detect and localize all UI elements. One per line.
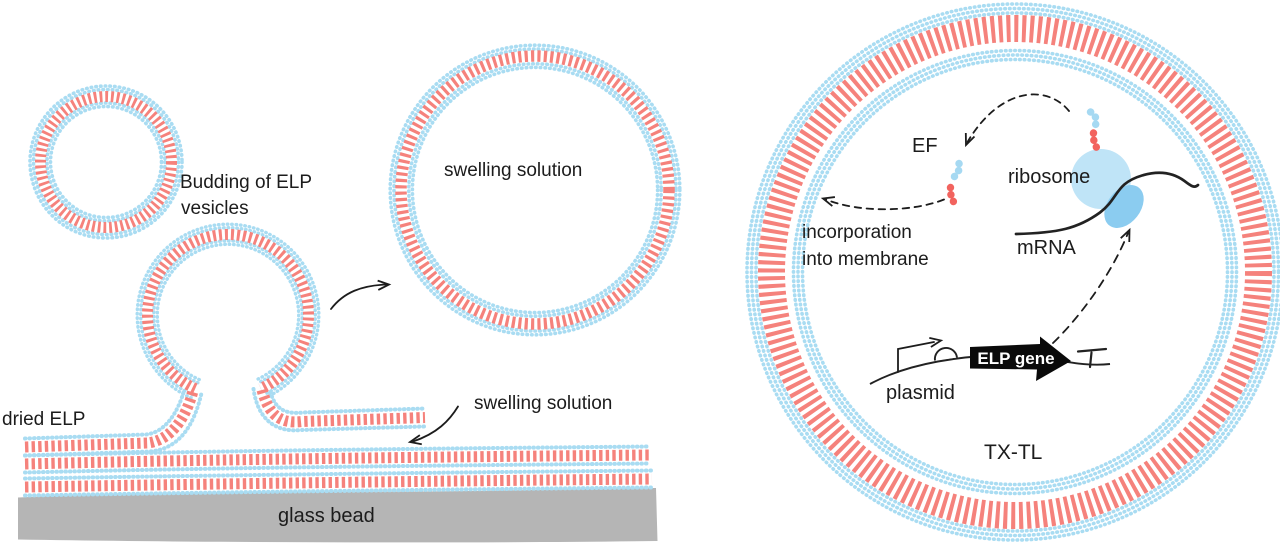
swelling-vesicle-label: swelling solution bbox=[444, 160, 582, 181]
transcription-arrow bbox=[1052, 227, 1131, 344]
incorporation-label-line2: into membrane bbox=[802, 249, 929, 270]
terminator-cap bbox=[1076, 347, 1108, 353]
promoter-arrow bbox=[897, 336, 944, 373]
glass-bead bbox=[18, 488, 658, 543]
budding-arrow bbox=[330, 279, 392, 310]
arrows bbox=[330, 93, 1131, 446]
plasmid-construct bbox=[869, 336, 1111, 385]
txtl-label: TX-TL bbox=[984, 441, 1042, 464]
elp-gene-arrow bbox=[970, 336, 1071, 381]
ef-label: EF bbox=[912, 135, 938, 157]
rbs-bump bbox=[934, 346, 958, 361]
plasmid-label: plasmid bbox=[886, 382, 955, 404]
giant-vesicle-membrane bbox=[745, 2, 1280, 542]
terminator-icon bbox=[1076, 347, 1108, 369]
nascent-peptide-blue bbox=[1086, 108, 1100, 132]
ribosome-label: ribosome bbox=[1008, 166, 1090, 188]
nascent-peptide-red bbox=[1089, 129, 1101, 154]
elp-gene-label: ELP gene bbox=[977, 349, 1054, 368]
mrna-curve bbox=[1014, 171, 1200, 236]
peptide-chains bbox=[946, 108, 1101, 211]
dried-elp-label: dried ELP bbox=[2, 409, 85, 430]
swelling-vesicle-membrane bbox=[388, 43, 682, 337]
ef-peptide-red bbox=[946, 183, 958, 211]
budding-label-line1: Budding of ELP bbox=[180, 172, 312, 193]
budding-label-line2: vesicles bbox=[181, 198, 249, 219]
mrna-label: mRNA bbox=[1017, 237, 1077, 259]
swelling-arrow bbox=[407, 405, 459, 446]
peptide-release-arrow bbox=[964, 93, 1070, 148]
budding-vesicle-membrane bbox=[135, 222, 321, 400]
membrane-incorporation-arrow bbox=[820, 196, 945, 211]
terminator-stem bbox=[1088, 351, 1093, 369]
dried-elp-layers bbox=[23, 387, 654, 498]
swelling-solution-label: swelling solution bbox=[474, 393, 612, 414]
ef-peptide-blue bbox=[947, 159, 964, 186]
glass-bead-label: glass bead bbox=[278, 505, 375, 527]
incorporation-label-line1: incorporation bbox=[802, 222, 912, 243]
small-vesicle-membrane bbox=[28, 84, 184, 240]
